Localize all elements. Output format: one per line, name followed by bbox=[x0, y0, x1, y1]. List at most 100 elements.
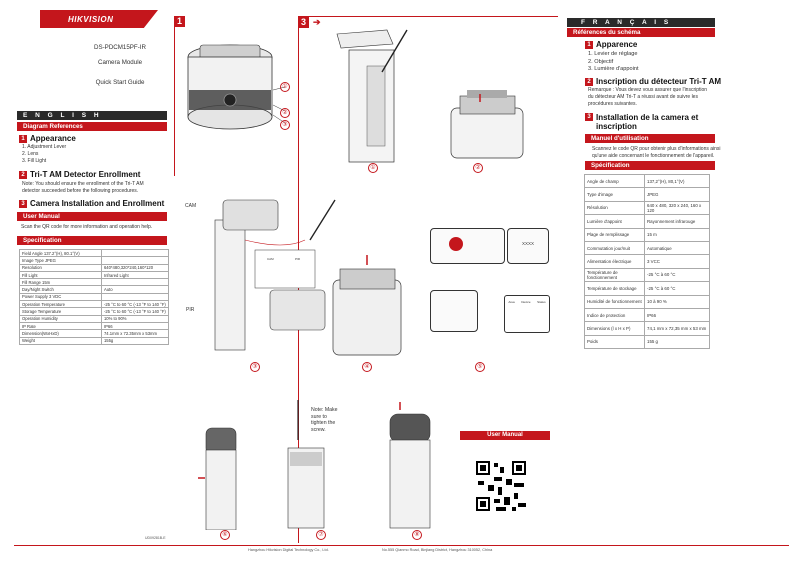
step-4: ④ bbox=[362, 362, 372, 372]
spec-value: IP66 bbox=[644, 307, 710, 323]
en-spec-table: Field Angle 137.2°(H), 80.1°(V)Image Typ… bbox=[19, 248, 170, 345]
spec-label: Operation Humidity bbox=[19, 314, 102, 323]
spec-value: 137,2°(H), 80,1°(V) bbox=[644, 173, 710, 189]
english-header: E N G L I S H bbox=[17, 111, 167, 120]
guide-title: Quick Start Guide bbox=[95, 79, 145, 86]
fr-enrollment-note: Remarque : Vous devez vous assurer que l… bbox=[588, 87, 708, 107]
arrow-icon: ➔ bbox=[313, 17, 321, 27]
svg-text:CAM: CAM bbox=[267, 257, 274, 261]
fr-manual-bar: Manuel d'utilisation bbox=[585, 134, 715, 143]
camera-open-illustration bbox=[450, 90, 524, 159]
user-manual-bar: User Manual bbox=[17, 212, 167, 221]
spec-label: Field Angle 137.2°(H), 80.1°(V) bbox=[19, 248, 102, 258]
spec-value: -25 °C à 60 °C bbox=[644, 267, 710, 283]
fr-scan-text: Scannez le code QR pour obtenir plus d'i… bbox=[592, 146, 721, 159]
footer-line bbox=[14, 545, 789, 546]
spec-value: -25 °C to 60 °C (-13 °F to 140 °F) bbox=[100, 307, 170, 316]
spec-label: Weight bbox=[19, 336, 102, 345]
spec-row: Fill Range 15m bbox=[19, 278, 170, 287]
spec-row: Storage Temperature-25 °C to 60 °C (-13 … bbox=[19, 307, 170, 316]
fr-specification-bar: Spécification bbox=[585, 161, 715, 170]
spec-row: Operation Temperature-25 °C to 60 °C (-1… bbox=[19, 300, 170, 309]
spec-value: Rayonnement infrarouge bbox=[644, 214, 710, 229]
step-6: ⑥ bbox=[220, 530, 230, 540]
en-appearance-list: 1. Adjustment Lever 2. Lens 3. Fill Ligh… bbox=[22, 144, 67, 164]
spec-value: 155 g bbox=[644, 334, 710, 350]
product-name: Camera Module bbox=[97, 59, 143, 66]
spec-value bbox=[100, 278, 170, 287]
callout-1: ① bbox=[280, 82, 290, 92]
camera-top-illustration bbox=[187, 44, 286, 130]
en-enrollment-note: Note: You should ensure the enrollment o… bbox=[22, 181, 144, 194]
screw-note: Note: Make sure to tighten the screw. bbox=[311, 407, 338, 433]
spec-label: Type d'image bbox=[584, 187, 645, 202]
callout-3: ③ bbox=[280, 120, 290, 130]
phone-screen-3 bbox=[430, 290, 478, 332]
qr-code-icon[interactable] bbox=[474, 459, 528, 513]
step-3: ③ bbox=[250, 362, 260, 372]
spec-value: 155g bbox=[100, 336, 170, 345]
fr-section-installation: 3 Installation de la camera et inscripti… bbox=[585, 113, 698, 131]
spec-value: IP66 bbox=[100, 321, 170, 331]
spec-label: Poids bbox=[584, 334, 645, 350]
spec-label: Day/Night Switch bbox=[19, 285, 102, 294]
spec-value bbox=[100, 292, 170, 302]
phone-text: XXXX bbox=[522, 241, 535, 246]
cover-block: DS-PDCM15PF-IR Camera Module Quick Start… bbox=[60, 40, 180, 90]
mount-illustration-7 bbox=[287, 400, 325, 529]
phone-screen-1 bbox=[430, 228, 505, 264]
step-7: ⑦ bbox=[316, 530, 326, 540]
spec-label: Température de fonctionnement bbox=[584, 267, 645, 283]
spec-value: 10 à 90 % bbox=[644, 294, 710, 309]
panel-1-number: 1 bbox=[174, 16, 185, 27]
detector-open-illustration bbox=[336, 29, 408, 163]
fr-appearance-list: 1. Levier de réglage 2. Objectif 3. Lumi… bbox=[588, 51, 639, 72]
specification-bar: Specification bbox=[17, 236, 167, 245]
diagram-references-bar: Diagram References bbox=[17, 122, 167, 131]
spec-label: Température de stockage bbox=[584, 281, 645, 296]
spec-label: Dimensions (l x H x P) bbox=[584, 321, 645, 336]
spec-label: Angle de champ bbox=[584, 173, 645, 189]
spec-row: Power Supply 3 VDC bbox=[19, 292, 170, 302]
spec-value: JPEG bbox=[644, 187, 710, 202]
callout-2: ② bbox=[280, 108, 290, 118]
spec-label: Image Type JPEG bbox=[19, 256, 102, 265]
spec-label: Lumière d'appoint bbox=[584, 214, 645, 229]
spec-label: Humidité de fonctionnement bbox=[584, 294, 645, 309]
model-number: DS-PDCM15PF-IR bbox=[94, 44, 146, 51]
spec-value: 15 m bbox=[644, 227, 710, 242]
wiring-illustration: CAM PIR bbox=[214, 199, 336, 351]
spec-label: Dimension(WxHxD) bbox=[19, 329, 102, 338]
spec-value: 640 x 480, 320 x 240, 160 x 120 bbox=[644, 200, 710, 216]
spec-value: Auto bbox=[100, 285, 170, 294]
step-1: ① bbox=[368, 163, 378, 173]
mount-illustration-6 bbox=[198, 427, 237, 530]
spec-label: Fill Range 15m bbox=[19, 278, 102, 287]
spec-label: Storage Temperature bbox=[19, 307, 102, 316]
spec-value: -25 °C to 60 °C (-13 °F to 140 °F) bbox=[100, 300, 170, 309]
spec-value: 640*480,320*240,160*120 bbox=[100, 263, 170, 272]
spec-label: IP Rate bbox=[19, 321, 102, 331]
spec-value: -25 °C à 60 °C bbox=[644, 281, 710, 296]
hikvision-logo: HIKVISION bbox=[68, 14, 114, 24]
spec-row: Température de stockage-25 °C à 60 °C bbox=[584, 281, 710, 296]
spec-label: Power Supply 3 VDC bbox=[19, 292, 102, 302]
spec-label: Alimentation électrique bbox=[584, 254, 645, 269]
phone-screen-2: XXXX bbox=[507, 228, 549, 264]
detector-screw-illustration bbox=[332, 255, 402, 356]
doc-id: UD09281B-E bbox=[145, 536, 166, 540]
